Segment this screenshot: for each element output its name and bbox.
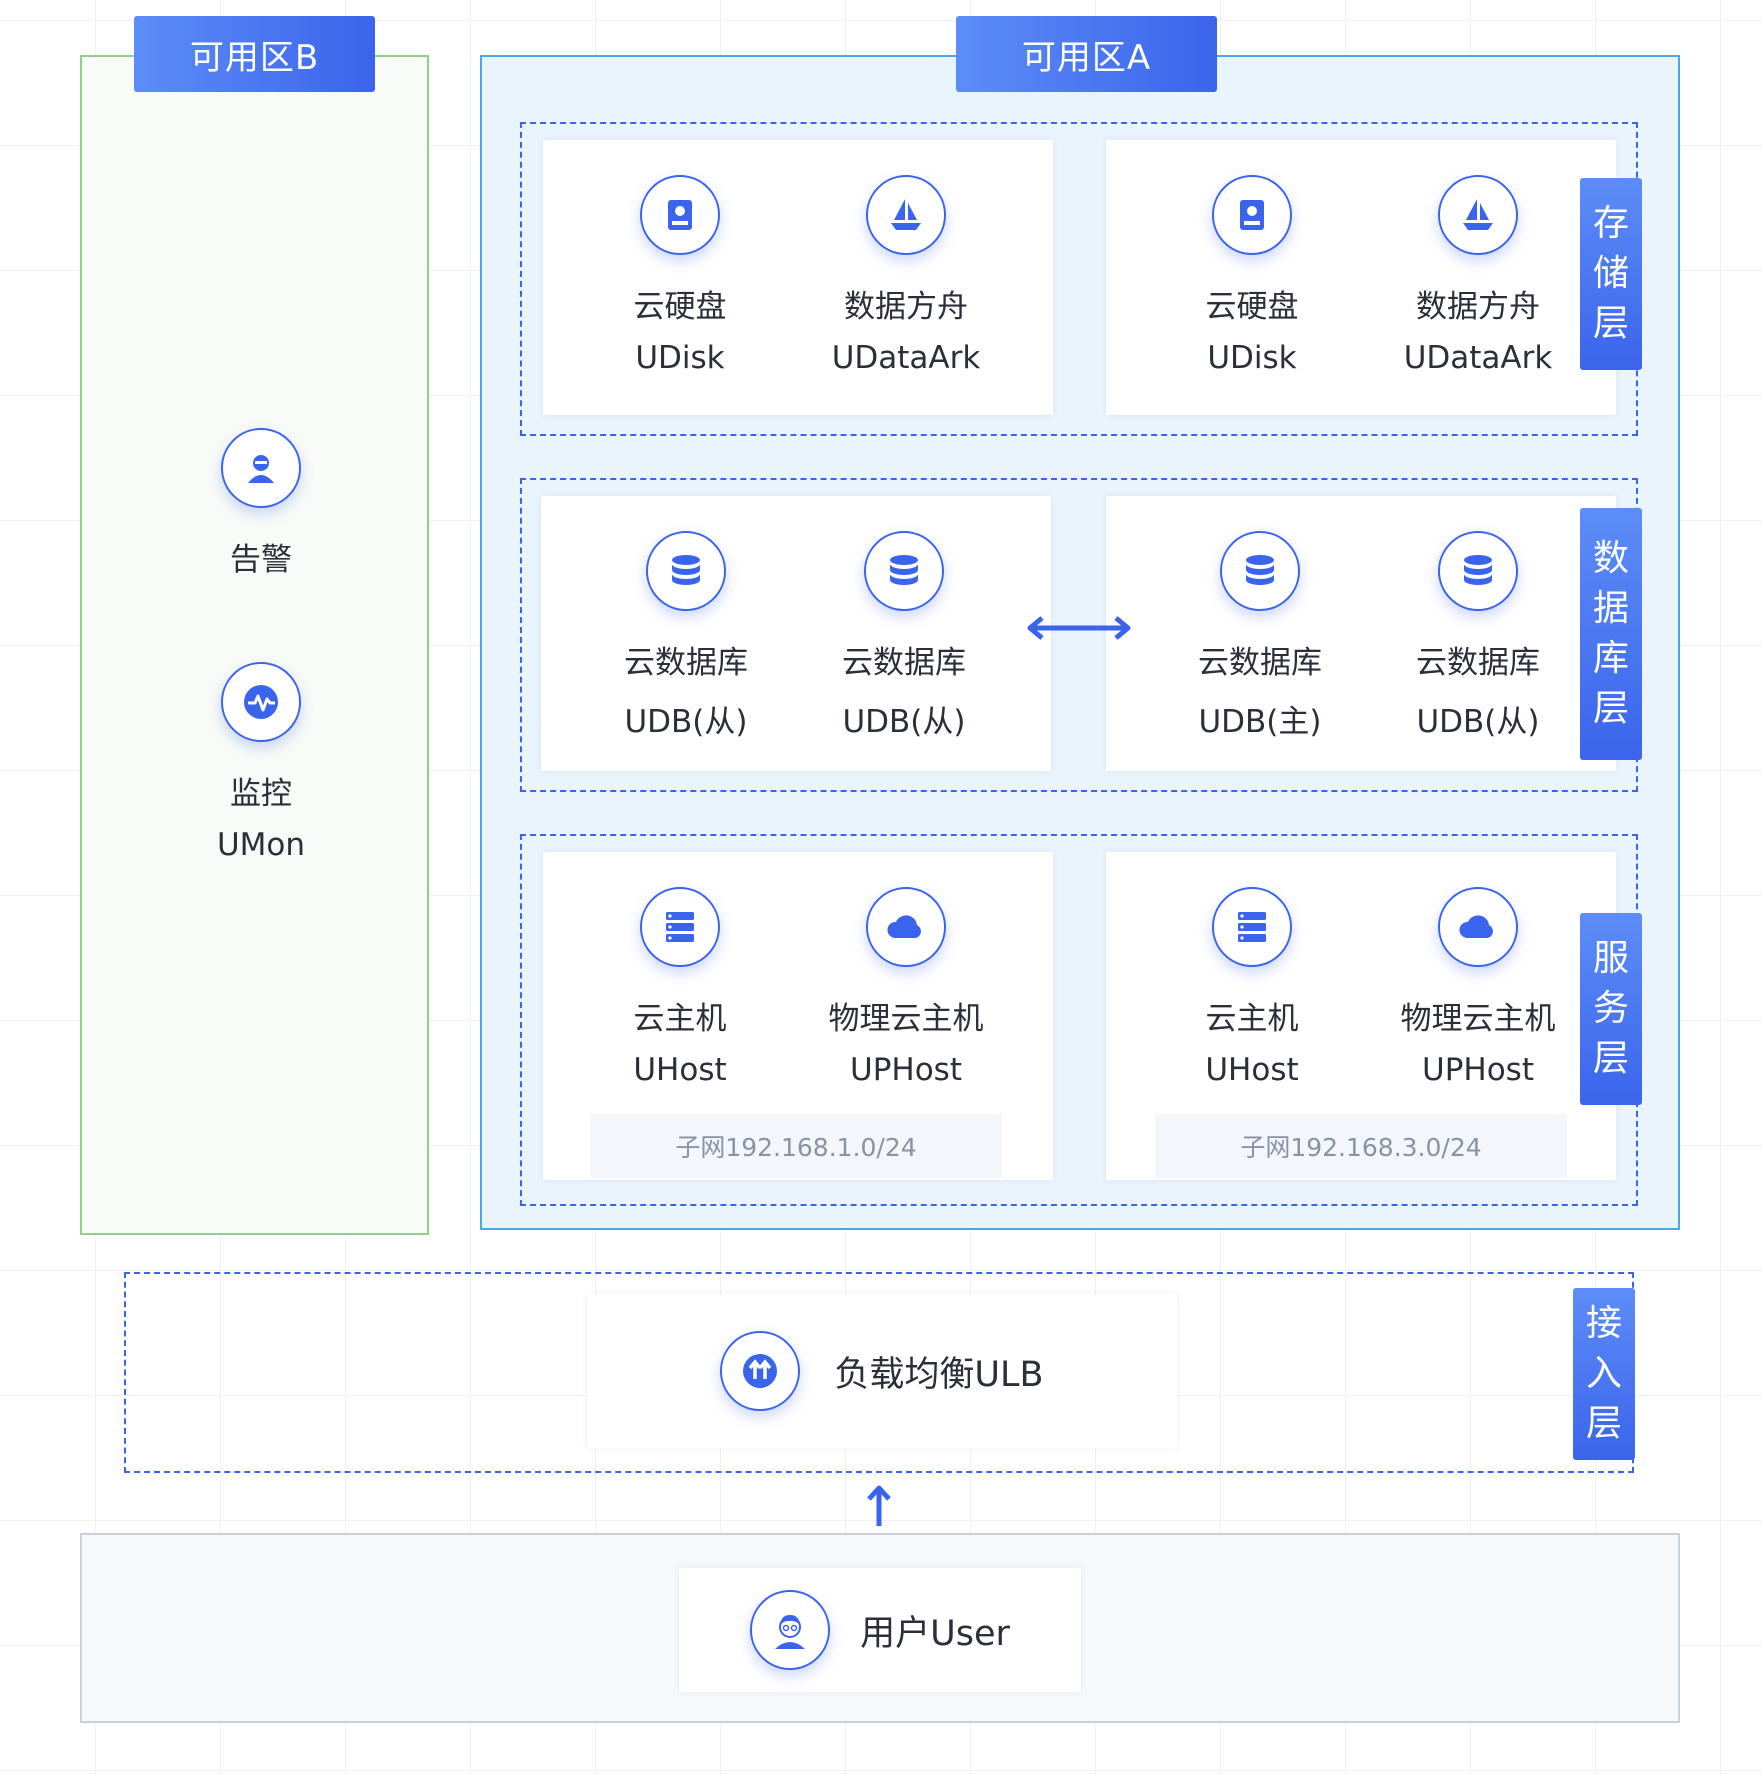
udataark-label: 数据方舟 — [844, 289, 968, 325]
layer-char: 务 — [1592, 988, 1629, 1029]
udataark-sub: UDataArk — [1403, 340, 1553, 376]
user-label: 用户User — [860, 1613, 1010, 1654]
uhost-sub: UHost — [633, 1052, 727, 1088]
udataark-sub: UDataArk — [831, 340, 981, 376]
layer-char: 层 — [1592, 303, 1629, 344]
server-icon — [640, 887, 720, 967]
storage-card-left — [543, 140, 1053, 415]
storage-layer-tag: 存 储 层 — [1580, 178, 1642, 370]
monitor-label: 监控 — [230, 776, 292, 812]
zone-b-panel — [80, 55, 429, 1235]
database-icon — [1438, 531, 1518, 611]
user-avatar-icon — [750, 1590, 831, 1670]
layer-char: 据 — [1592, 588, 1629, 629]
disk-icon — [1212, 175, 1292, 255]
udisk-label: 云硬盘 — [633, 289, 727, 325]
sailboat-icon — [866, 175, 946, 255]
udb-label: 云数据库 — [842, 645, 966, 681]
uphost-sub: UPHost — [1422, 1052, 1534, 1088]
uhost-node-left: 云主机 UHost — [585, 887, 775, 1088]
udisk-label: 云硬盘 — [1205, 289, 1299, 325]
udisk-sub: UDisk — [635, 340, 725, 376]
layer-char: 存 — [1592, 203, 1629, 244]
udb-label: 云数据库 — [1198, 645, 1322, 681]
database-icon — [1220, 531, 1300, 611]
uphost-sub: UPHost — [850, 1052, 962, 1088]
cloud-icon — [866, 887, 946, 967]
layer-char: 接 — [1585, 1303, 1622, 1344]
server-icon — [1212, 887, 1292, 967]
load-balancer-card: 负载均衡ULB — [587, 1294, 1177, 1448]
zone-a-title: 可用区A — [956, 16, 1217, 92]
load-balancer-label: 负载均衡ULB — [834, 1354, 1044, 1395]
database-layer-tag: 数 据 库 层 — [1580, 508, 1642, 760]
udb-node-1: 云数据库 UDB(从) — [591, 531, 781, 741]
udb-node-4: 云数据库 UDB(从) — [1383, 531, 1573, 741]
layer-char: 层 — [1585, 1403, 1622, 1444]
layer-char: 储 — [1592, 253, 1629, 294]
replication-double-arrow-icon — [1027, 616, 1131, 640]
udb-sub: UDB(从) — [842, 704, 966, 740]
subnet-label-left: 子网192.168.1.0/24 — [590, 1114, 1002, 1178]
uphost-node-right: 物理云主机 UPHost — [1383, 887, 1573, 1088]
sailboat-icon — [1438, 175, 1518, 255]
database-icon — [864, 531, 944, 611]
udisk-sub: UDisk — [1207, 340, 1297, 376]
alert-label: 告警 — [230, 542, 292, 578]
database-card-right — [1106, 496, 1616, 771]
udb-label: 云数据库 — [624, 645, 748, 681]
alert-node: 告警 — [166, 428, 356, 579]
up-arrow-icon — [867, 1485, 891, 1526]
uhost-label: 云主机 — [1205, 1001, 1299, 1037]
udb-sub: UDB(从) — [1416, 704, 1540, 740]
udb-sub: UDB(主) — [1198, 704, 1322, 740]
uphost-node-left: 物理云主机 UPHost — [811, 887, 1001, 1088]
database-card-left — [541, 496, 1051, 771]
layer-char: 服 — [1592, 938, 1629, 979]
disk-icon — [640, 175, 720, 255]
cloud-icon — [1438, 887, 1518, 967]
service-layer-tag: 服 务 层 — [1580, 913, 1642, 1105]
uhost-sub: UHost — [1205, 1052, 1299, 1088]
monitor-sub: UMon — [216, 827, 306, 863]
udb-node-2: 云数据库 UDB(从) — [809, 531, 999, 741]
monitor-pulse-icon — [221, 662, 301, 742]
uhost-label: 云主机 — [633, 1001, 727, 1037]
udisk-node-right: 云硬盘 UDisk — [1157, 175, 1347, 376]
uphost-label: 物理云主机 — [828, 1001, 984, 1037]
uhost-node-right: 云主机 UHost — [1157, 887, 1347, 1088]
udataark-label: 数据方舟 — [1416, 289, 1540, 325]
zone-b-title: 可用区B — [134, 16, 375, 92]
alert-person-icon — [221, 428, 301, 508]
storage-card-right — [1106, 140, 1616, 415]
uphost-label: 物理云主机 — [1400, 1001, 1556, 1037]
user-card: 用户User — [679, 1568, 1081, 1692]
layer-char: 库 — [1592, 638, 1629, 679]
layer-char: 数 — [1592, 538, 1629, 579]
udisk-node-left: 云硬盘 UDisk — [585, 175, 775, 376]
subnet-label-right: 子网192.168.3.0/24 — [1155, 1114, 1567, 1178]
database-icon — [646, 531, 726, 611]
monitor-node: 监控 UMon — [166, 662, 356, 863]
layer-char: 层 — [1592, 688, 1629, 729]
udb-sub: UDB(从) — [624, 704, 748, 740]
udb-node-master: 云数据库 UDB(主) — [1165, 531, 1355, 741]
layer-char: 层 — [1592, 1038, 1629, 1079]
access-layer-tag: 接 入 层 — [1573, 1288, 1635, 1460]
udataark-node-right: 数据方舟 UDataArk — [1383, 175, 1573, 376]
udb-label: 云数据库 — [1416, 645, 1540, 681]
load-balancer-icon — [720, 1331, 801, 1411]
udataark-node-left: 数据方舟 UDataArk — [811, 175, 1001, 376]
layer-char: 入 — [1585, 1353, 1622, 1394]
